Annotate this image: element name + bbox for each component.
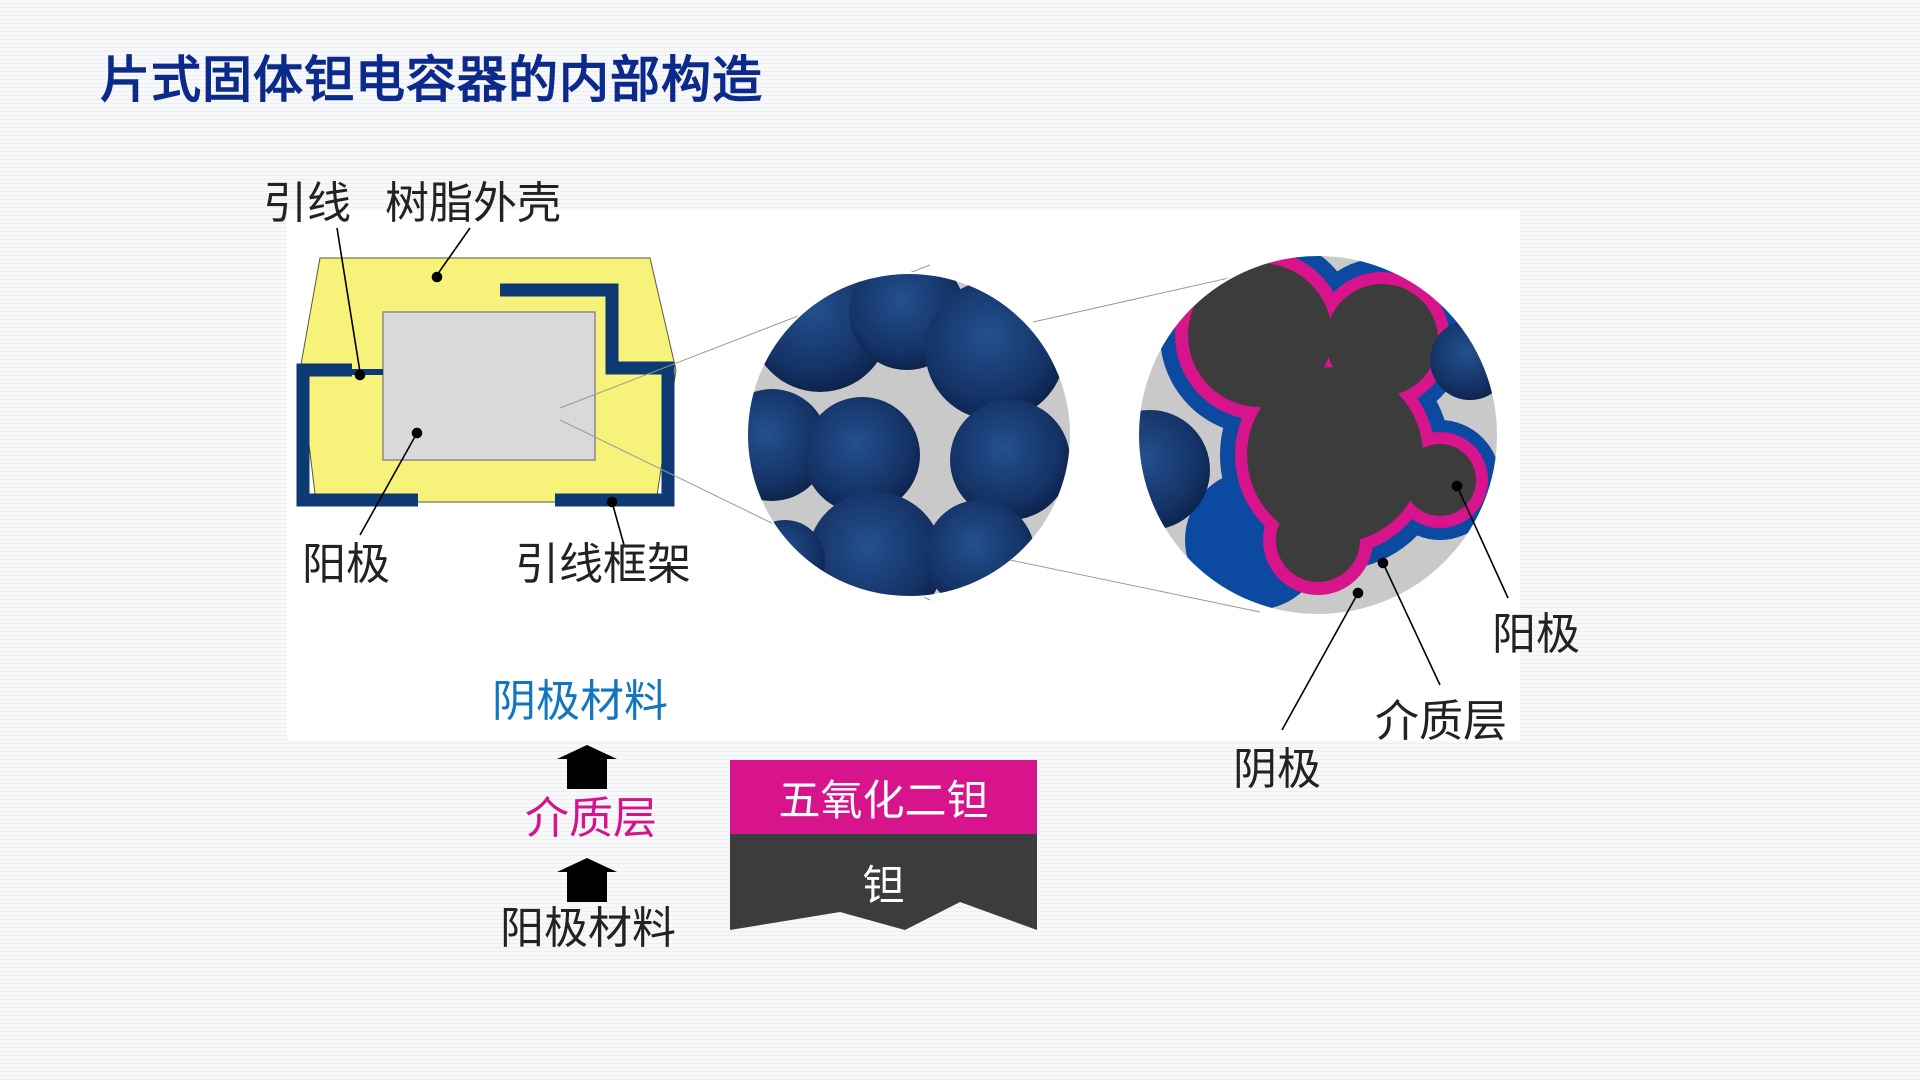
stack-anode-material: 阳极材料: [500, 903, 676, 954]
label-dielectric: 介质层: [1375, 696, 1507, 747]
stack-cathode-material: 阴极材料: [492, 676, 668, 727]
label-resin-case: 树脂外壳: [385, 178, 561, 229]
oxide-layer-label: 五氧化二钽: [778, 775, 989, 825]
page-title: 片式固体钽电容器的内部构造: [100, 51, 763, 109]
tantalum-shape: [730, 834, 1037, 930]
label-lead: 引线: [263, 178, 351, 229]
tantalum-layer: 钽: [730, 834, 1037, 930]
up-arrow-icon: [557, 745, 617, 789]
zoom-particles: [747, 273, 1071, 597]
zoom-layers: [1138, 255, 1498, 615]
label-anode-right: 阳极: [1492, 609, 1580, 660]
lead-frame-left: [296, 363, 418, 507]
stack-dielectric-layer: 介质层: [525, 793, 657, 844]
tantalum-layer-label: 钽: [862, 861, 905, 910]
up-arrow-icon: [557, 858, 617, 902]
zoom-line-2-bottom: [1009, 559, 1261, 613]
oxide-layer: 五氧化二钽: [730, 760, 1037, 834]
label-cathode: 阴极: [1233, 744, 1321, 795]
label-lead-frame: 引线框架: [515, 539, 691, 590]
label-anode-left: 阳极: [302, 539, 390, 590]
capacitor-cross-section: [296, 257, 931, 601]
lead-frame-right: [500, 283, 675, 507]
right-leader-lines: [1281, 480, 1509, 731]
left-leader-lines: [336, 227, 625, 546]
layer-diagram: 五氧化二钽 钽: [730, 760, 1037, 930]
